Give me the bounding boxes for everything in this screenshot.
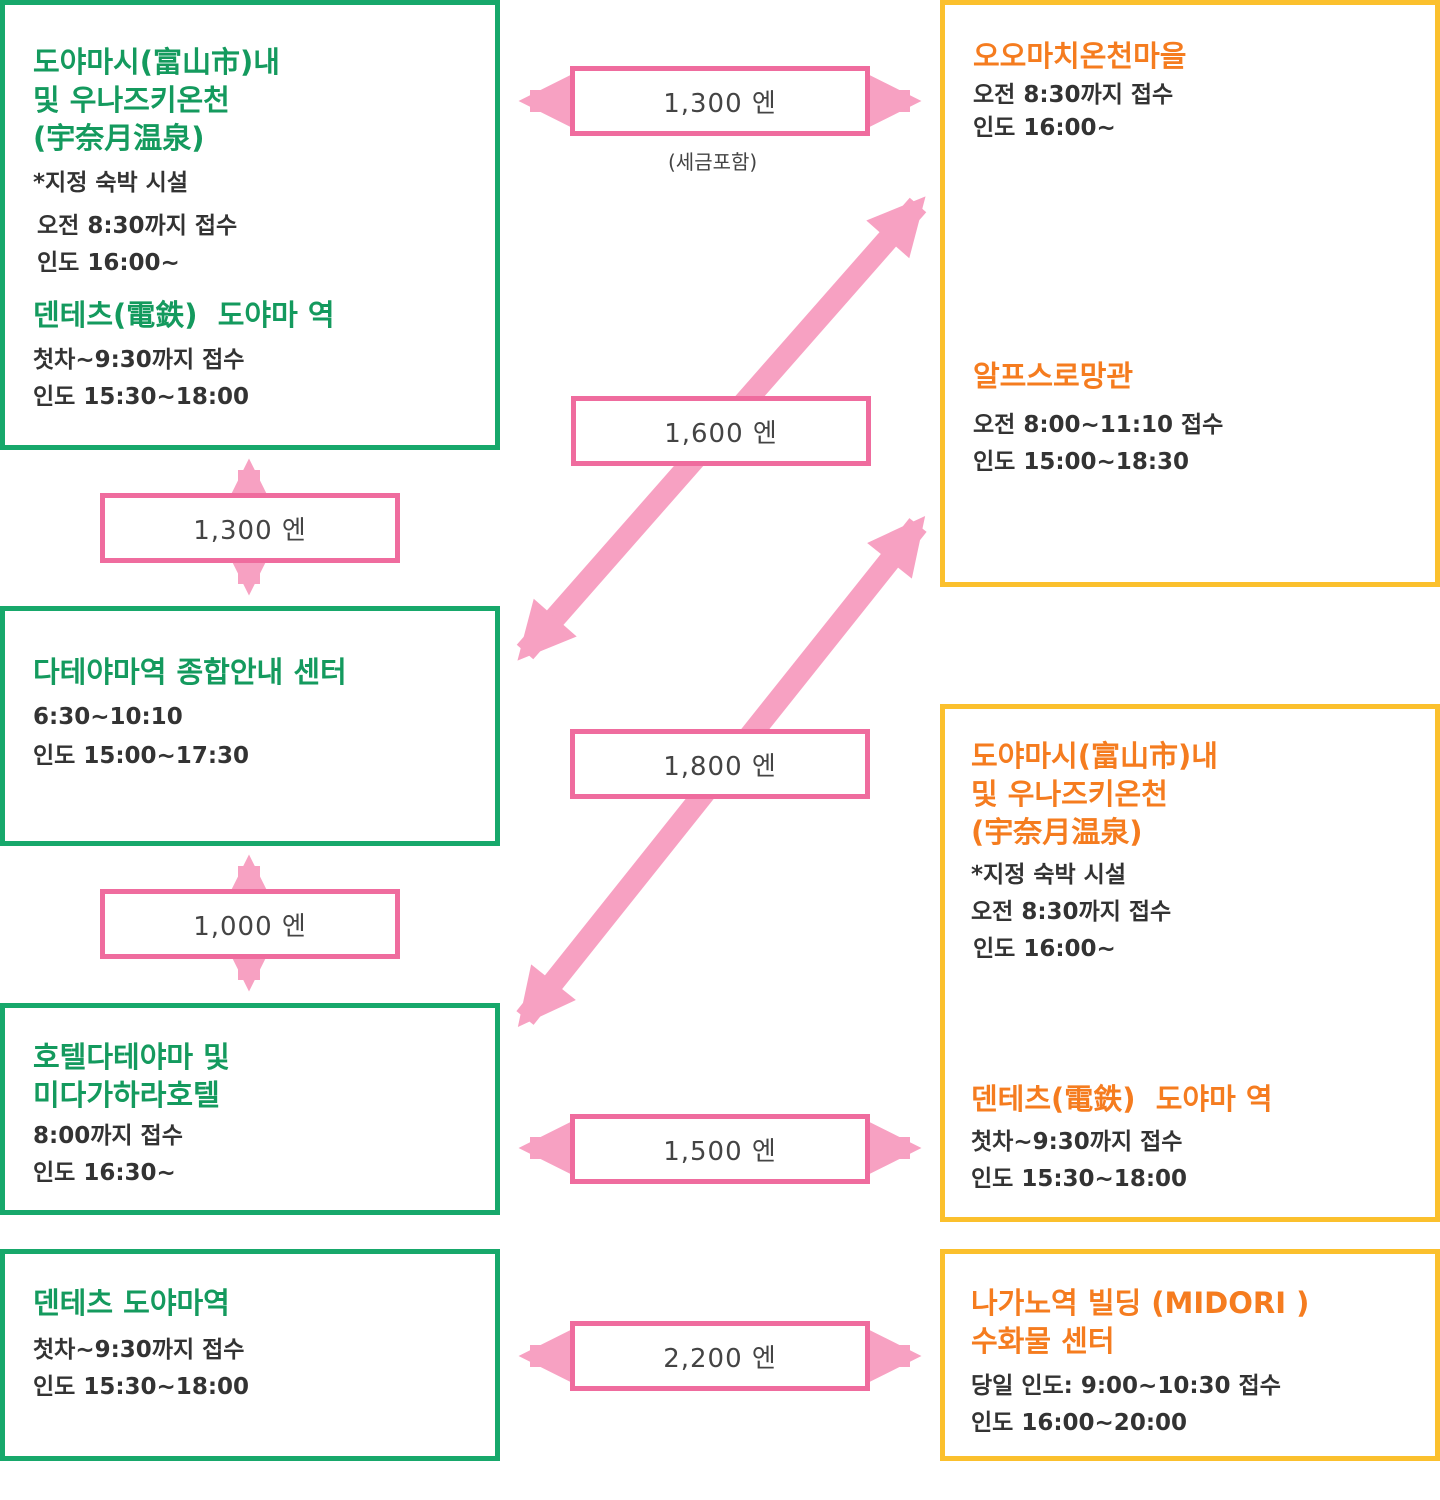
box-left-dentetsu: 덴테츠 도야마역 첫차~9:30까지 접수 인도 15:30~18:00 [0,1249,500,1461]
box-title: 도야마시(富山市)내 및 우나즈키온천 (宇奈月温泉) [971,739,1218,849]
box-subtitle: 알프스로망관 [973,359,1134,393]
box-right-toyama-unazuki: 도야마시(富山市)내 및 우나즈키온천 (宇奈月温泉) *지정 숙박 시설 오전… [940,704,1440,1222]
delivery-time: 인도 16:00~ [37,250,180,276]
box-title: 다테야마역 종합안내 센터 [33,655,347,689]
delivery-time: 인도 16:00~20:00 [971,1410,1188,1436]
reception-time: 오전 8:30까지 접수 [37,213,238,239]
reception-time: 오전 8:30까지 접수 [971,899,1172,925]
reception-time: 첫차~9:30까지 접수 [33,1337,245,1363]
reception-time: 첫차~9:30까지 접수 [33,347,245,373]
price-label-bottom: 2,200 엔 [570,1321,870,1391]
delivery-time: 인도 15:30~18:00 [33,384,250,410]
box-title: 오오마치온천마을 [973,39,1187,73]
delivery-time: 인도 16:30~ [33,1160,176,1186]
price-label-left-upper: 1,300 엔 [100,493,400,563]
box-subtitle: 덴테츠(電鉄) 도야마 역 [33,298,335,332]
reception-time: 오전 8:00~11:10 접수 [973,412,1224,438]
price-label-hotel-row: 1,500 엔 [570,1114,870,1184]
delivery-time: 인도 16:00~ [973,936,1116,962]
price-label-left-lower: 1,000 엔 [100,889,400,959]
reception-time: 당일 인도: 9:00~10:30 접수 [971,1373,1281,1399]
reception-time: 오전 8:30까지 접수 [973,82,1174,108]
delivery-time: 인도 15:30~18:00 [33,1374,250,1400]
delivery-time: 인도 16:00~ [973,115,1116,141]
box-title: 나가노역 빌딩 (MIDORI ) 수화물 센터 [971,1286,1310,1358]
reception-time: 6:30~10:10 [33,704,183,730]
reception-time: 첫차~9:30까지 접수 [971,1129,1183,1155]
delivery-time: 인도 15:00~18:30 [973,449,1190,475]
box-note: *지정 숙박 시설 [33,170,189,196]
price-label-diagonal-upper: 1,600 엔 [571,396,871,466]
box-note: *지정 숙박 시설 [971,862,1127,888]
reception-time: 8:00까지 접수 [33,1123,183,1149]
price-label-top: 1,300 엔 [570,66,870,136]
box-right-nagano: 나가노역 빌딩 (MIDORI ) 수화물 센터 당일 인도: 9:00~10:… [940,1249,1440,1461]
box-subtitle: 덴테츠(電鉄) 도야마 역 [971,1082,1273,1116]
box-title: 덴테츠 도야마역 [33,1286,230,1320]
delivery-time: 인도 15:30~18:00 [971,1166,1188,1192]
box-right-omachi-alps: 오오마치온천마을 오전 8:30까지 접수 인도 16:00~ 알프스로망관 오… [940,0,1440,587]
box-left-tateyama-center: 다테야마역 종합안내 센터 6:30~10:10 인도 15:00~17:30 [0,606,500,846]
box-left-hotel: 호텔다테야마 및 미다가하라호텔 8:00까지 접수 인도 16:30~ [0,1003,500,1215]
tax-note: (세금포함) [668,150,758,174]
box-title: 도야마시(富山市)내 및 우나즈키온천 (宇奈月温泉) [33,45,280,155]
price-label-diagonal-lower: 1,800 엔 [570,729,870,799]
box-title: 호텔다테야마 및 미다가하라호텔 [33,1040,230,1112]
delivery-time: 인도 15:00~17:30 [33,743,250,769]
box-left-toyama-unazuki: 도야마시(富山市)내 및 우나즈키온천 (宇奈月温泉) *지정 숙박 시설 오전… [0,0,500,450]
